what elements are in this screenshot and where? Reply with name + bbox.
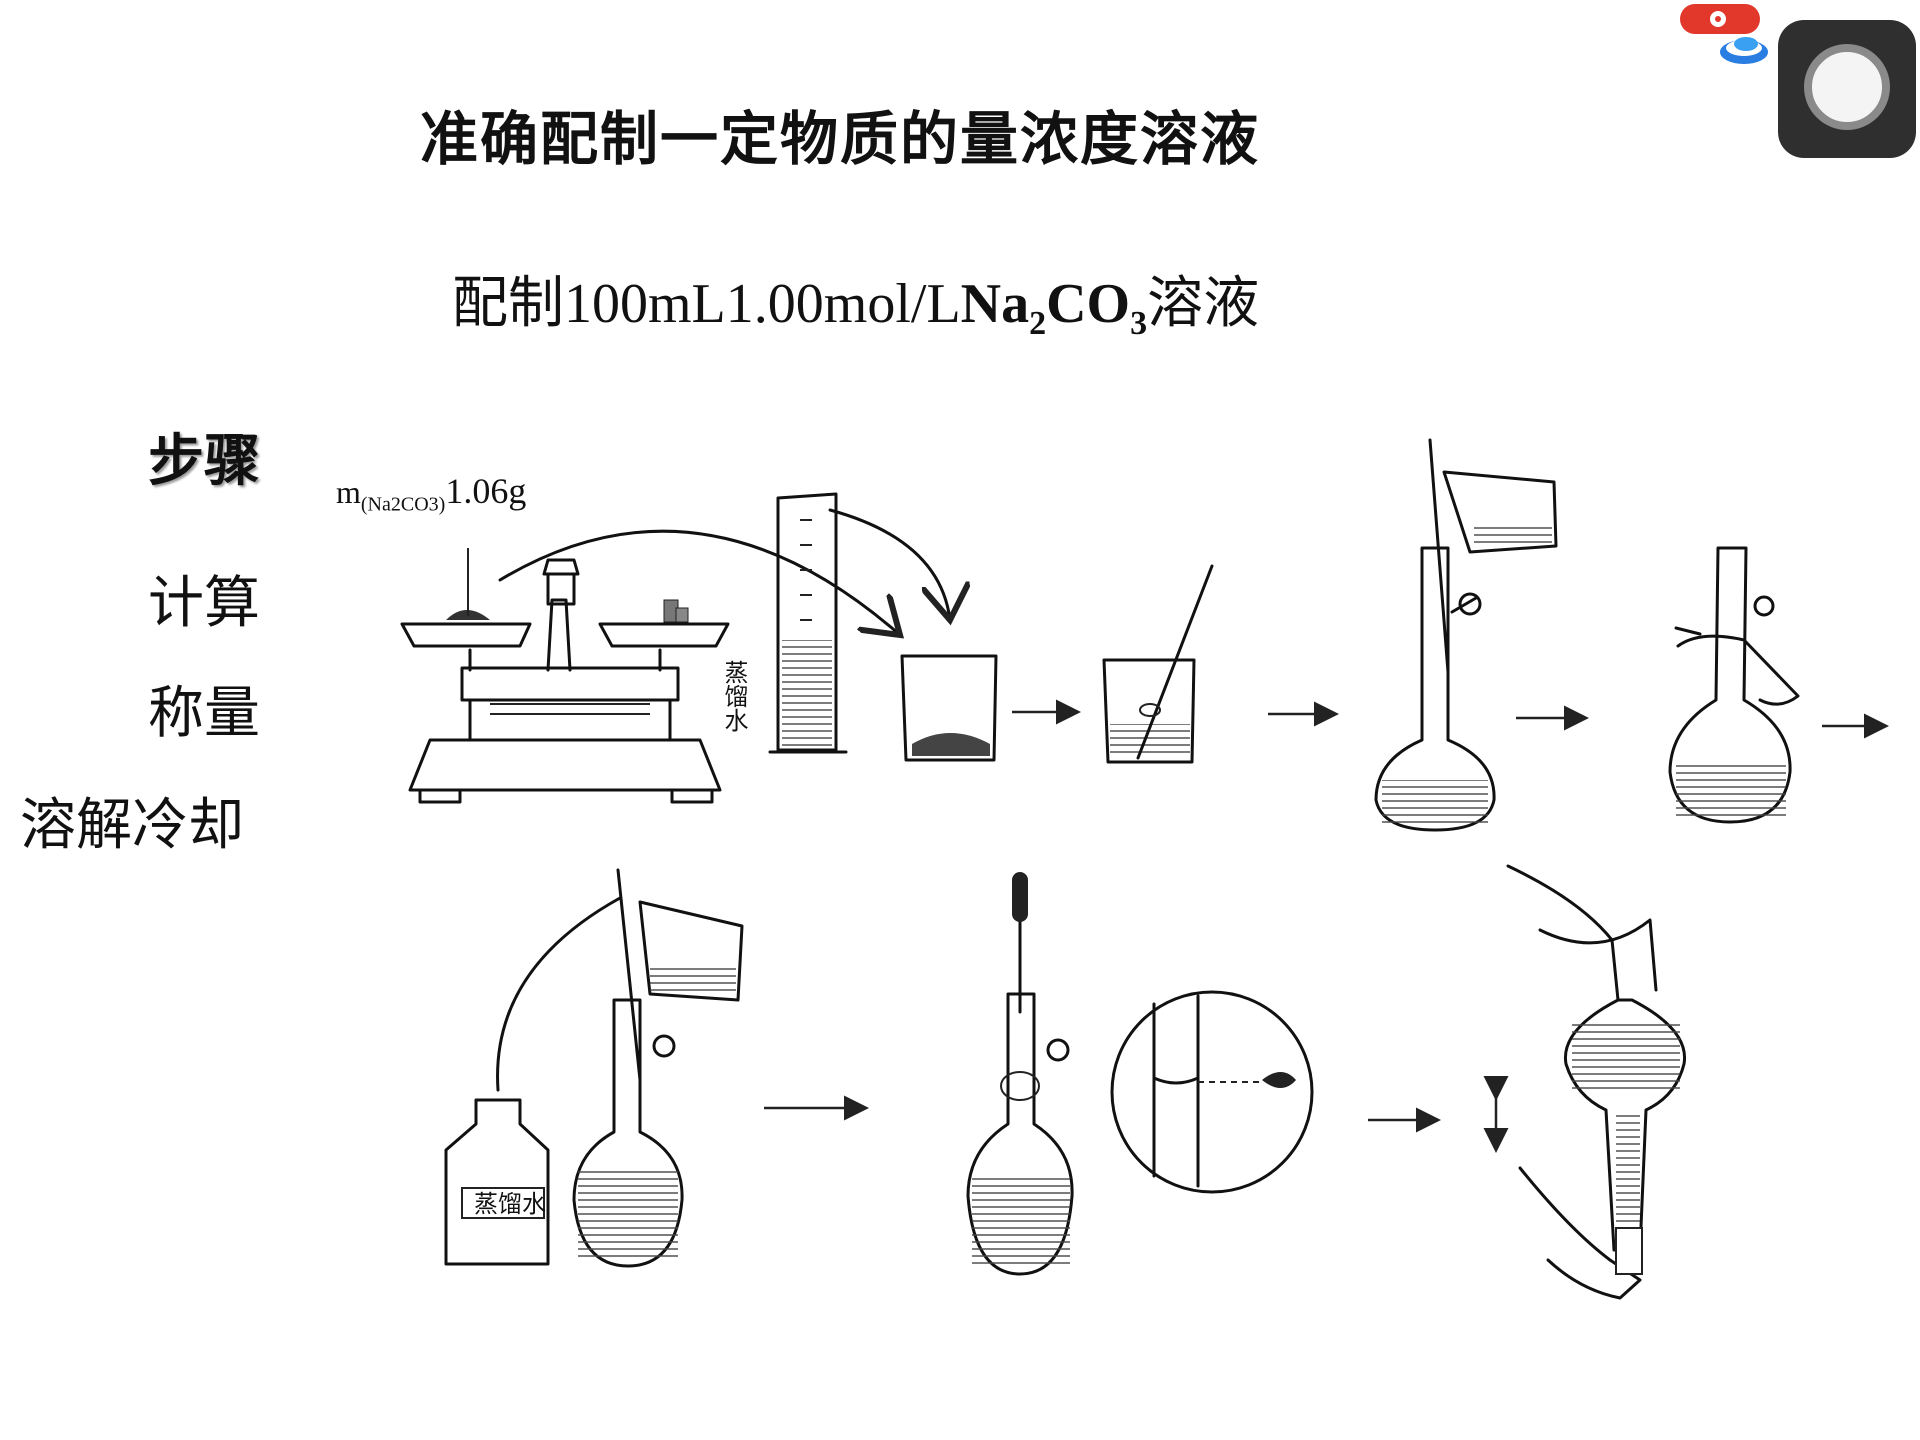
balance-scale [400,548,730,804]
mass-subscript: (Na2CO3) [360,493,446,516]
wash-bottle [444,896,622,1266]
formula-na-sub: 2 [1029,305,1047,342]
flask-invert [1506,864,1687,1300]
formula: Na2CO3 [960,273,1147,342]
mass-symbol: m [336,474,361,510]
graduated-cylinder [768,492,950,754]
eye-icon [1262,1072,1296,1088]
formula-na: Na [960,273,1030,335]
subtitle-suffix: 溶液 [1147,273,1260,335]
cylinder-label: 蒸馏水 [720,660,748,732]
step-weigh: 称量 [148,681,260,746]
mass-value: 1.06g [445,471,527,511]
bottle-label: 蒸馏水 [474,1190,546,1218]
flask-dropper [966,872,1074,1276]
subtitle: 配制100mL1.00mol/LNa2CO3溶液 [452,258,1392,343]
step-dissolve-cool: 溶解冷却 [20,793,244,858]
mass-label: m(Na2CO3)1.06g [336,470,526,516]
app-logo-icon [1720,37,1768,64]
meniscus-magnifier [1110,990,1314,1194]
camera-widget[interactable] [1778,20,1916,158]
transfer-arrow [498,529,900,635]
subtitle-prefix: 配制100mL1.00mol/L [452,273,961,335]
step-calculate: 计算 [148,571,260,636]
record-icon[interactable] [1680,4,1760,34]
camera-shutter-icon[interactable] [1804,44,1890,130]
page-title: 准确配制一定物质的量浓度溶液 [420,105,1261,173]
formula-co: CO [1046,273,1131,335]
beaker-with-solid [900,654,998,762]
formula-co-sub: 3 [1130,305,1148,342]
flask-rinse [572,868,744,1268]
flask-swirl [1668,546,1800,824]
steps-heading: 步骤 [148,428,260,494]
beaker-stirring [1102,564,1214,764]
flask-transfer [1374,438,1558,832]
record-dot [1710,11,1726,27]
